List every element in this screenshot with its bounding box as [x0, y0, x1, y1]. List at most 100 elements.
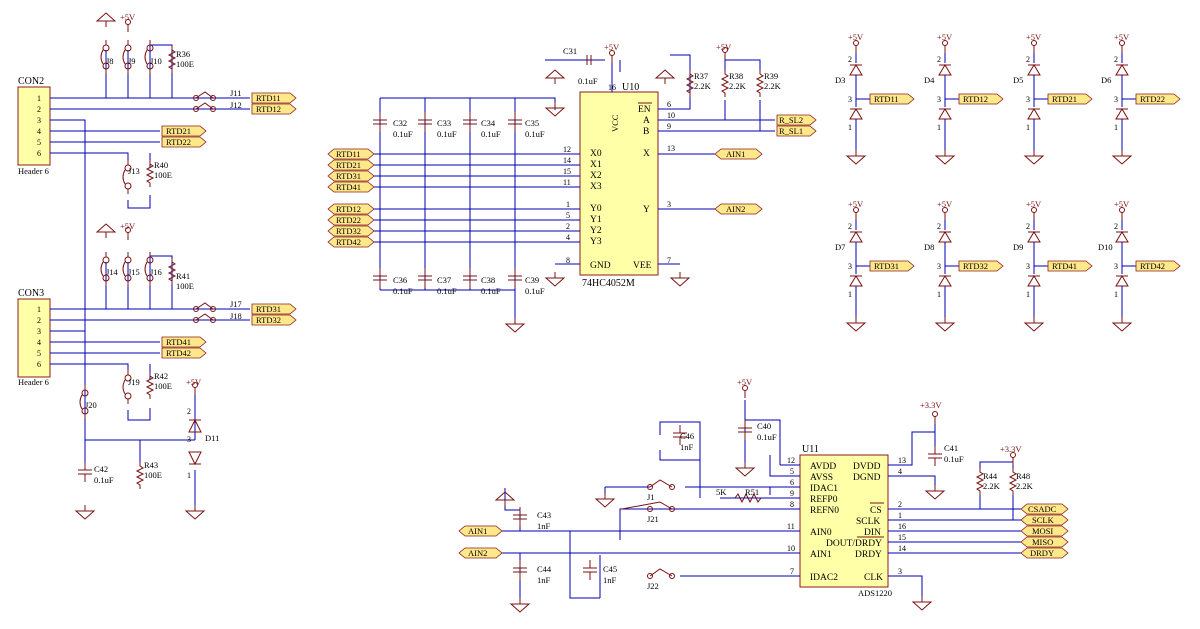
pin-num: 7	[790, 567, 794, 576]
net-label: AIN2	[468, 548, 487, 558]
net-label: RTD32	[963, 261, 988, 271]
value: 5K	[716, 487, 727, 497]
pin-num: 8	[790, 500, 794, 509]
pin-label: Y3	[590, 237, 602, 247]
pin-label: AVSS	[810, 473, 833, 483]
value: 100E	[154, 170, 172, 180]
pin-num: 3	[898, 567, 902, 576]
con2-pin: 1	[37, 94, 41, 103]
ref: D4	[924, 75, 935, 85]
pin-num: 2	[848, 55, 852, 64]
pin-num: 1	[898, 511, 902, 520]
pin-label: CS	[870, 506, 882, 516]
con2-ref: CON2	[18, 76, 44, 87]
pin-num: 3	[1026, 262, 1030, 271]
ref: D7	[835, 242, 845, 252]
pin-label: AVDD	[810, 462, 836, 472]
pin-label: Y2	[590, 226, 602, 236]
value: 2.2K	[1016, 481, 1034, 491]
net-label: RTD41	[1052, 261, 1077, 271]
ref: C36	[393, 275, 407, 285]
pin-label: DGND	[853, 473, 881, 483]
pin-num: 4	[566, 233, 570, 242]
ref: D5	[1013, 75, 1023, 85]
ref: R42	[154, 371, 168, 381]
con2-pin: 5	[37, 138, 41, 147]
pin-num: 1	[1026, 290, 1030, 299]
net-label: RTD21	[1052, 94, 1077, 104]
pin-num: 13	[898, 456, 906, 465]
ref: J14	[106, 267, 119, 277]
net-label: RTD21	[336, 160, 361, 170]
pin-label: B	[643, 127, 649, 137]
ref: C34	[481, 118, 496, 128]
pin-num: 3	[848, 95, 852, 104]
ref: J13	[128, 166, 140, 176]
value: 1nF	[603, 575, 617, 585]
power: +5V	[737, 377, 753, 387]
net-label: RTD41	[166, 337, 191, 347]
con2-pin: 4	[37, 127, 41, 136]
value: 1nF	[680, 442, 694, 452]
net-label: DRDY	[1030, 548, 1054, 558]
left-refs: J8 J9 J10 J11 J12 J13 J14 J15 J16 J17 J1…	[85, 12, 242, 485]
ref: D8	[924, 242, 934, 252]
ref: C40	[757, 421, 771, 431]
ref: J17	[230, 299, 242, 309]
pin-num: 2	[937, 55, 941, 64]
value: 2.2K	[729, 81, 747, 91]
con2-body	[17, 86, 51, 166]
net-label: RTD41	[336, 182, 361, 192]
pin-num: 3	[667, 200, 671, 209]
net-label: RTD11	[874, 94, 899, 104]
con3-body	[17, 298, 51, 378]
u11-net-labels: CSADC SCLK MOSI MISO DRDY AIN1 AIN2	[458, 503, 1069, 559]
u10-net-labels: RTD11 RTD21 RTD31 RTD41 RTD12 RTD22 RTD3…	[327, 114, 817, 248]
net-label: RTD31	[874, 261, 899, 271]
power: +3.3V	[1000, 444, 1022, 454]
pin-num: 12	[787, 456, 795, 465]
ref: J9	[128, 56, 136, 66]
pin-label: Y	[643, 205, 650, 215]
net-label: RTD22	[1140, 94, 1165, 104]
ref: R41	[176, 271, 190, 281]
power: +5V	[186, 377, 202, 387]
ref: R40	[154, 160, 168, 170]
pin-num: 6	[667, 100, 671, 109]
value: 1nF	[537, 575, 551, 585]
pin-label: IDAC1	[810, 484, 838, 494]
ref: J21	[647, 514, 659, 524]
power: +5V	[1026, 32, 1042, 42]
pin-num: 1	[187, 471, 191, 480]
pin-num: 13	[667, 144, 675, 153]
ref: J15	[128, 267, 140, 277]
u10-body	[579, 91, 659, 276]
pin-label: VEE	[633, 261, 652, 271]
pin-num: 1	[566, 200, 570, 209]
pin-num: 14	[898, 544, 906, 553]
power: +5V	[848, 32, 864, 42]
pin-label: DOUT/DRDY	[826, 539, 882, 549]
value: 0.1uF	[525, 129, 545, 139]
value: 100E	[154, 381, 172, 391]
net-label: AIN2	[726, 204, 745, 214]
ref: C32	[393, 118, 407, 128]
pin-num: 11	[787, 522, 795, 531]
net-label: RTD22	[166, 137, 191, 147]
pin-num: 3	[848, 262, 852, 271]
ref: C46	[680, 431, 694, 441]
pin-num: 1	[1114, 123, 1118, 132]
pin-num: 12	[563, 145, 571, 154]
ref: D6	[1101, 75, 1111, 85]
pin-num: 11	[563, 178, 571, 187]
pin-num: 2	[848, 222, 852, 231]
net-label: RTD11	[336, 149, 361, 159]
pin-label: REFN0	[810, 506, 839, 516]
value: 0.1uF	[481, 286, 501, 296]
pin-num: 5	[566, 211, 570, 220]
value: 0.1uF	[94, 475, 114, 485]
net-label: RTD21	[166, 126, 191, 136]
pin-label: EN	[638, 105, 651, 115]
net-label: RTD42	[336, 237, 361, 247]
ref: R51	[745, 487, 759, 497]
